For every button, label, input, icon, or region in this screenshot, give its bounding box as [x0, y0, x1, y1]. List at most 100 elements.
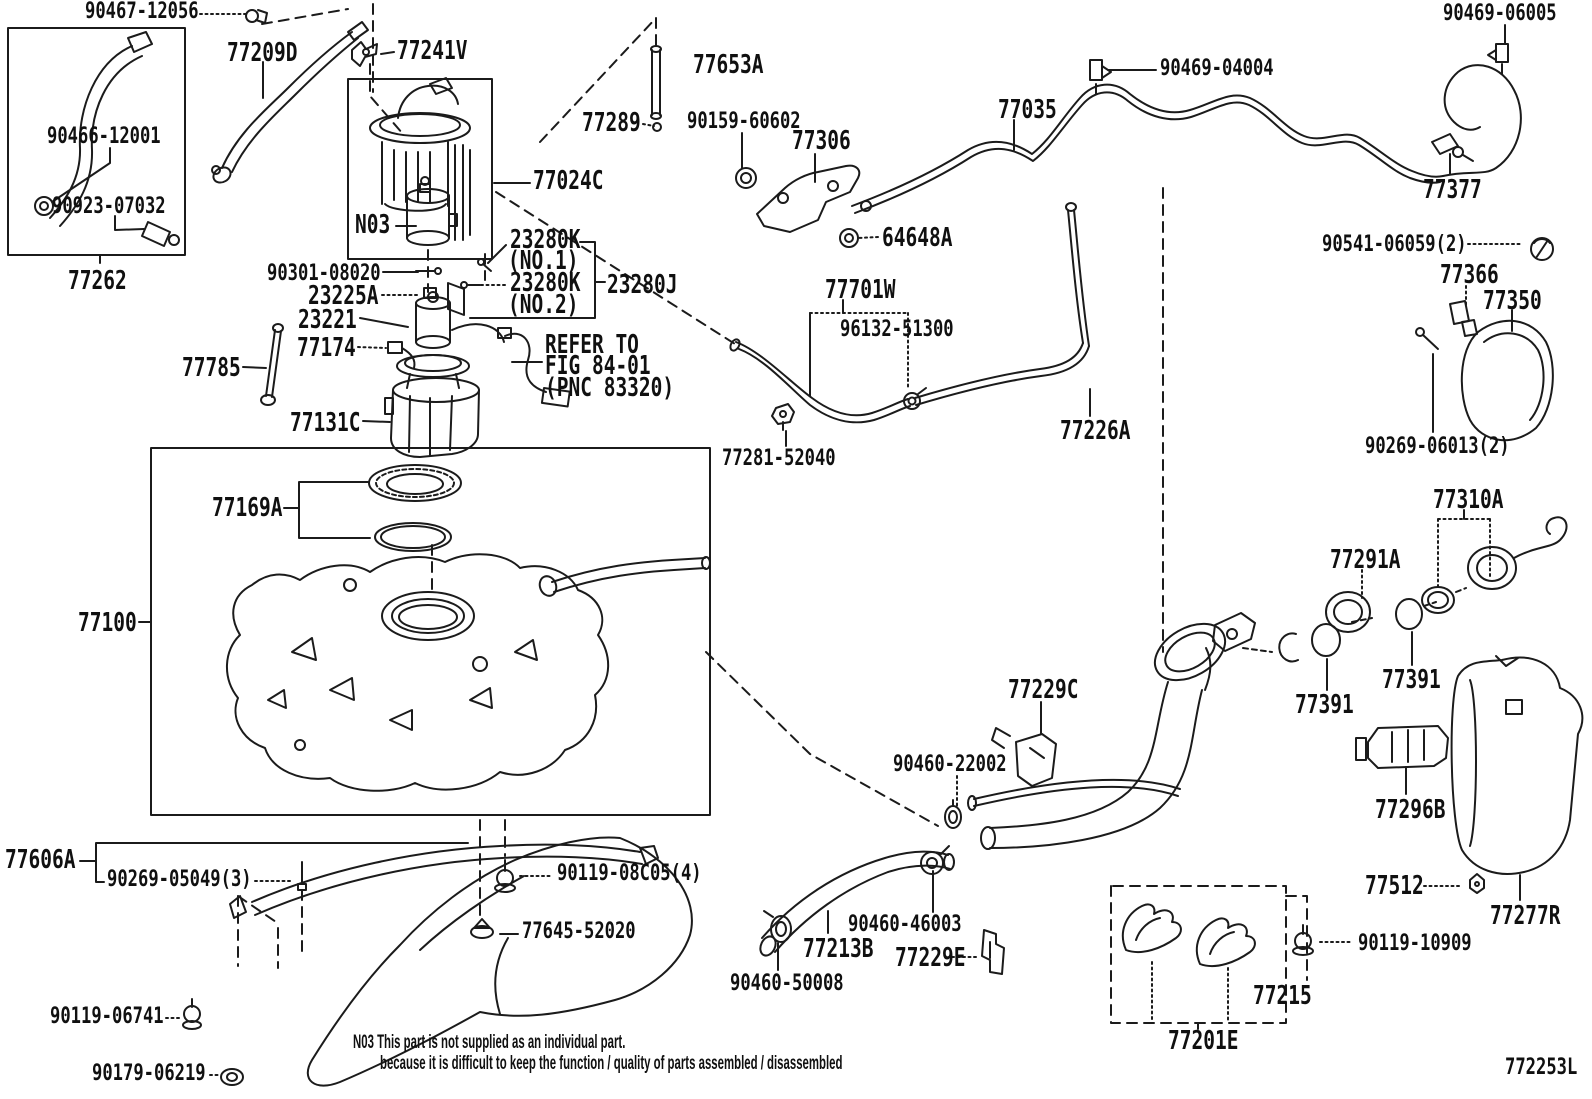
part-label-90159-60602: 90159-60602 [687, 109, 801, 134]
part-label-77350: 77350 [1483, 286, 1542, 316]
filler-pipe-head [1153, 612, 1299, 691]
footnote-line1: N03 This part is not supplied as an indi… [353, 1032, 626, 1053]
clip-90469-04004 [1089, 59, 1112, 81]
shield-77277r [1450, 655, 1584, 875]
filter-canister-n03 [406, 176, 458, 246]
part-label-77310a: 77310A [1433, 485, 1504, 515]
clip-77229e [981, 929, 1005, 975]
part-label-23225a: 23225A [308, 281, 379, 311]
part-label-90269-06013: 90269-06013(2) [1365, 434, 1510, 459]
part-label-n03: N03 [355, 210, 391, 240]
part-label-90119-10909: 90119-10909 [1358, 931, 1472, 956]
diagram-code: 772253L [1505, 1055, 1578, 1080]
fuel-lid-77350 [1449, 300, 1554, 442]
part-label-no2: (NO.2) [508, 290, 579, 320]
bracket-77306 [735, 164, 872, 248]
part-label-77241v: 77241V [397, 36, 468, 66]
part-label-90467-12056: 90467-12056 [85, 0, 199, 24]
hose-77701w [729, 202, 1090, 431]
construction-lines-dashed [237, 3, 1503, 1024]
reservoir-cup-77131c [384, 377, 480, 458]
protector-77296b [1355, 725, 1449, 769]
part-label-77035: 77035 [998, 95, 1057, 125]
clip-90467-12056 [245, 9, 268, 24]
part-label-90179-06219: 90179-06219 [92, 1061, 206, 1086]
filler-pipe-77201-body [967, 681, 1203, 850]
bolt-90119-10909 [1292, 924, 1314, 956]
part-label-96132-51300: 96132-51300 [840, 317, 954, 342]
part-label-77291a: 77291A [1330, 545, 1401, 575]
part-label-77512: 77512 [1365, 871, 1424, 901]
spring-90541-06059 [1530, 237, 1554, 261]
fuel-tube-77035 [851, 64, 1522, 214]
rod-77785 [260, 323, 284, 406]
part-label-23280j: 23280J [607, 270, 678, 300]
part-label-77785: 77785 [182, 353, 241, 383]
refer-note-line3: (PNC 83320) [545, 373, 675, 403]
part-label-77366: 77366 [1440, 260, 1499, 290]
connector-77174 [387, 341, 416, 369]
part-label-77653a: 77653A [693, 50, 764, 80]
sender-harness [451, 323, 571, 408]
part-label-77174: 77174 [297, 333, 356, 363]
part-label-90119-08c05: 90119-08C05(4) [557, 861, 702, 886]
lock-ring-and-gasket-77169a [368, 464, 462, 552]
refer-note-line2: FIG 84-01 [545, 351, 651, 381]
part-label-77226a: 77226A [1060, 416, 1131, 446]
part-label-77391-left: 77391 [1295, 690, 1354, 720]
part-label-77289: 77289 [582, 108, 641, 138]
fuel-pump-23221 [396, 291, 470, 389]
part-label-77024c: 77024C [533, 166, 604, 196]
clip-90469-06005 [1487, 43, 1509, 63]
part-label-23280k-no1: 23280K [510, 225, 581, 255]
part-label-77169a: 77169A [212, 493, 283, 523]
connector-77377 [1431, 133, 1474, 162]
explode-axis-dashes [1242, 587, 1467, 653]
part-label-90923-07032: 90923-07032 [52, 194, 166, 219]
brackets-77201e [1121, 903, 1256, 968]
tube-77653a [650, 45, 662, 132]
part-label-90269-05049: 90269-05049(3) [107, 867, 252, 892]
part-label-90119-06741: 90119-06741 [50, 1004, 164, 1029]
part-label-77296b: 77296B [1375, 795, 1446, 825]
part-label-64648a: 64648A [882, 223, 953, 253]
part-label-77262: 77262 [68, 266, 127, 296]
part-label-90541-06059: 90541-06059(2) [1322, 232, 1467, 257]
clamp-90460-22002 [944, 799, 962, 829]
cap-parts-axis [1311, 516, 1568, 657]
part-label-77213b: 77213B [803, 934, 874, 964]
fuel-filter-box-77024c [347, 77, 493, 260]
part-label-90460-50008: 90460-50008 [730, 971, 844, 996]
part-label-23280k-no2: 23280K [510, 268, 581, 298]
clip-77512 [1469, 873, 1485, 894]
part-label-77306: 77306 [792, 126, 851, 156]
leader-lines-dotted [165, 13, 1521, 1076]
detail-box-77262 [7, 27, 186, 256]
part-label-77131c: 77131C [290, 408, 361, 438]
part-label-77229c: 77229C [1008, 675, 1079, 705]
leader-lines-solid [51, 24, 1521, 1030]
screw-90269-06013 [1415, 327, 1439, 350]
part-label-77209d: 77209D [227, 38, 298, 68]
part-label-no1: (NO.1) [508, 246, 579, 276]
part-label-77645-52020: 77645-52020 [522, 919, 636, 944]
footnote-line2: because it is difficult to keep the func… [380, 1053, 843, 1074]
tank-band-strap [229, 843, 659, 919]
breather-hose-77209d [211, 21, 369, 184]
part-label-90469-04004: 90469-04004 [1160, 56, 1274, 81]
part-label-90460-46003: 90460-46003 [848, 912, 962, 937]
part-label-77100: 77100 [78, 608, 137, 638]
clip-77241v [351, 41, 378, 67]
part-label-77606a: 77606A [5, 845, 76, 875]
fuel-tank-77100 [225, 553, 711, 792]
part-label-77701w: 77701W [825, 275, 896, 305]
part-label-23221: 23221 [298, 305, 357, 335]
part-label-77229e: 77229E [895, 943, 966, 973]
part-label-77391-right: 77391 [1382, 665, 1441, 695]
shield-fasteners [182, 859, 516, 1086]
refer-note-line1: REFER TO [545, 330, 639, 360]
part-label-90469-06005: 90469-06005 [1443, 1, 1557, 26]
hose-77213b [759, 845, 955, 957]
